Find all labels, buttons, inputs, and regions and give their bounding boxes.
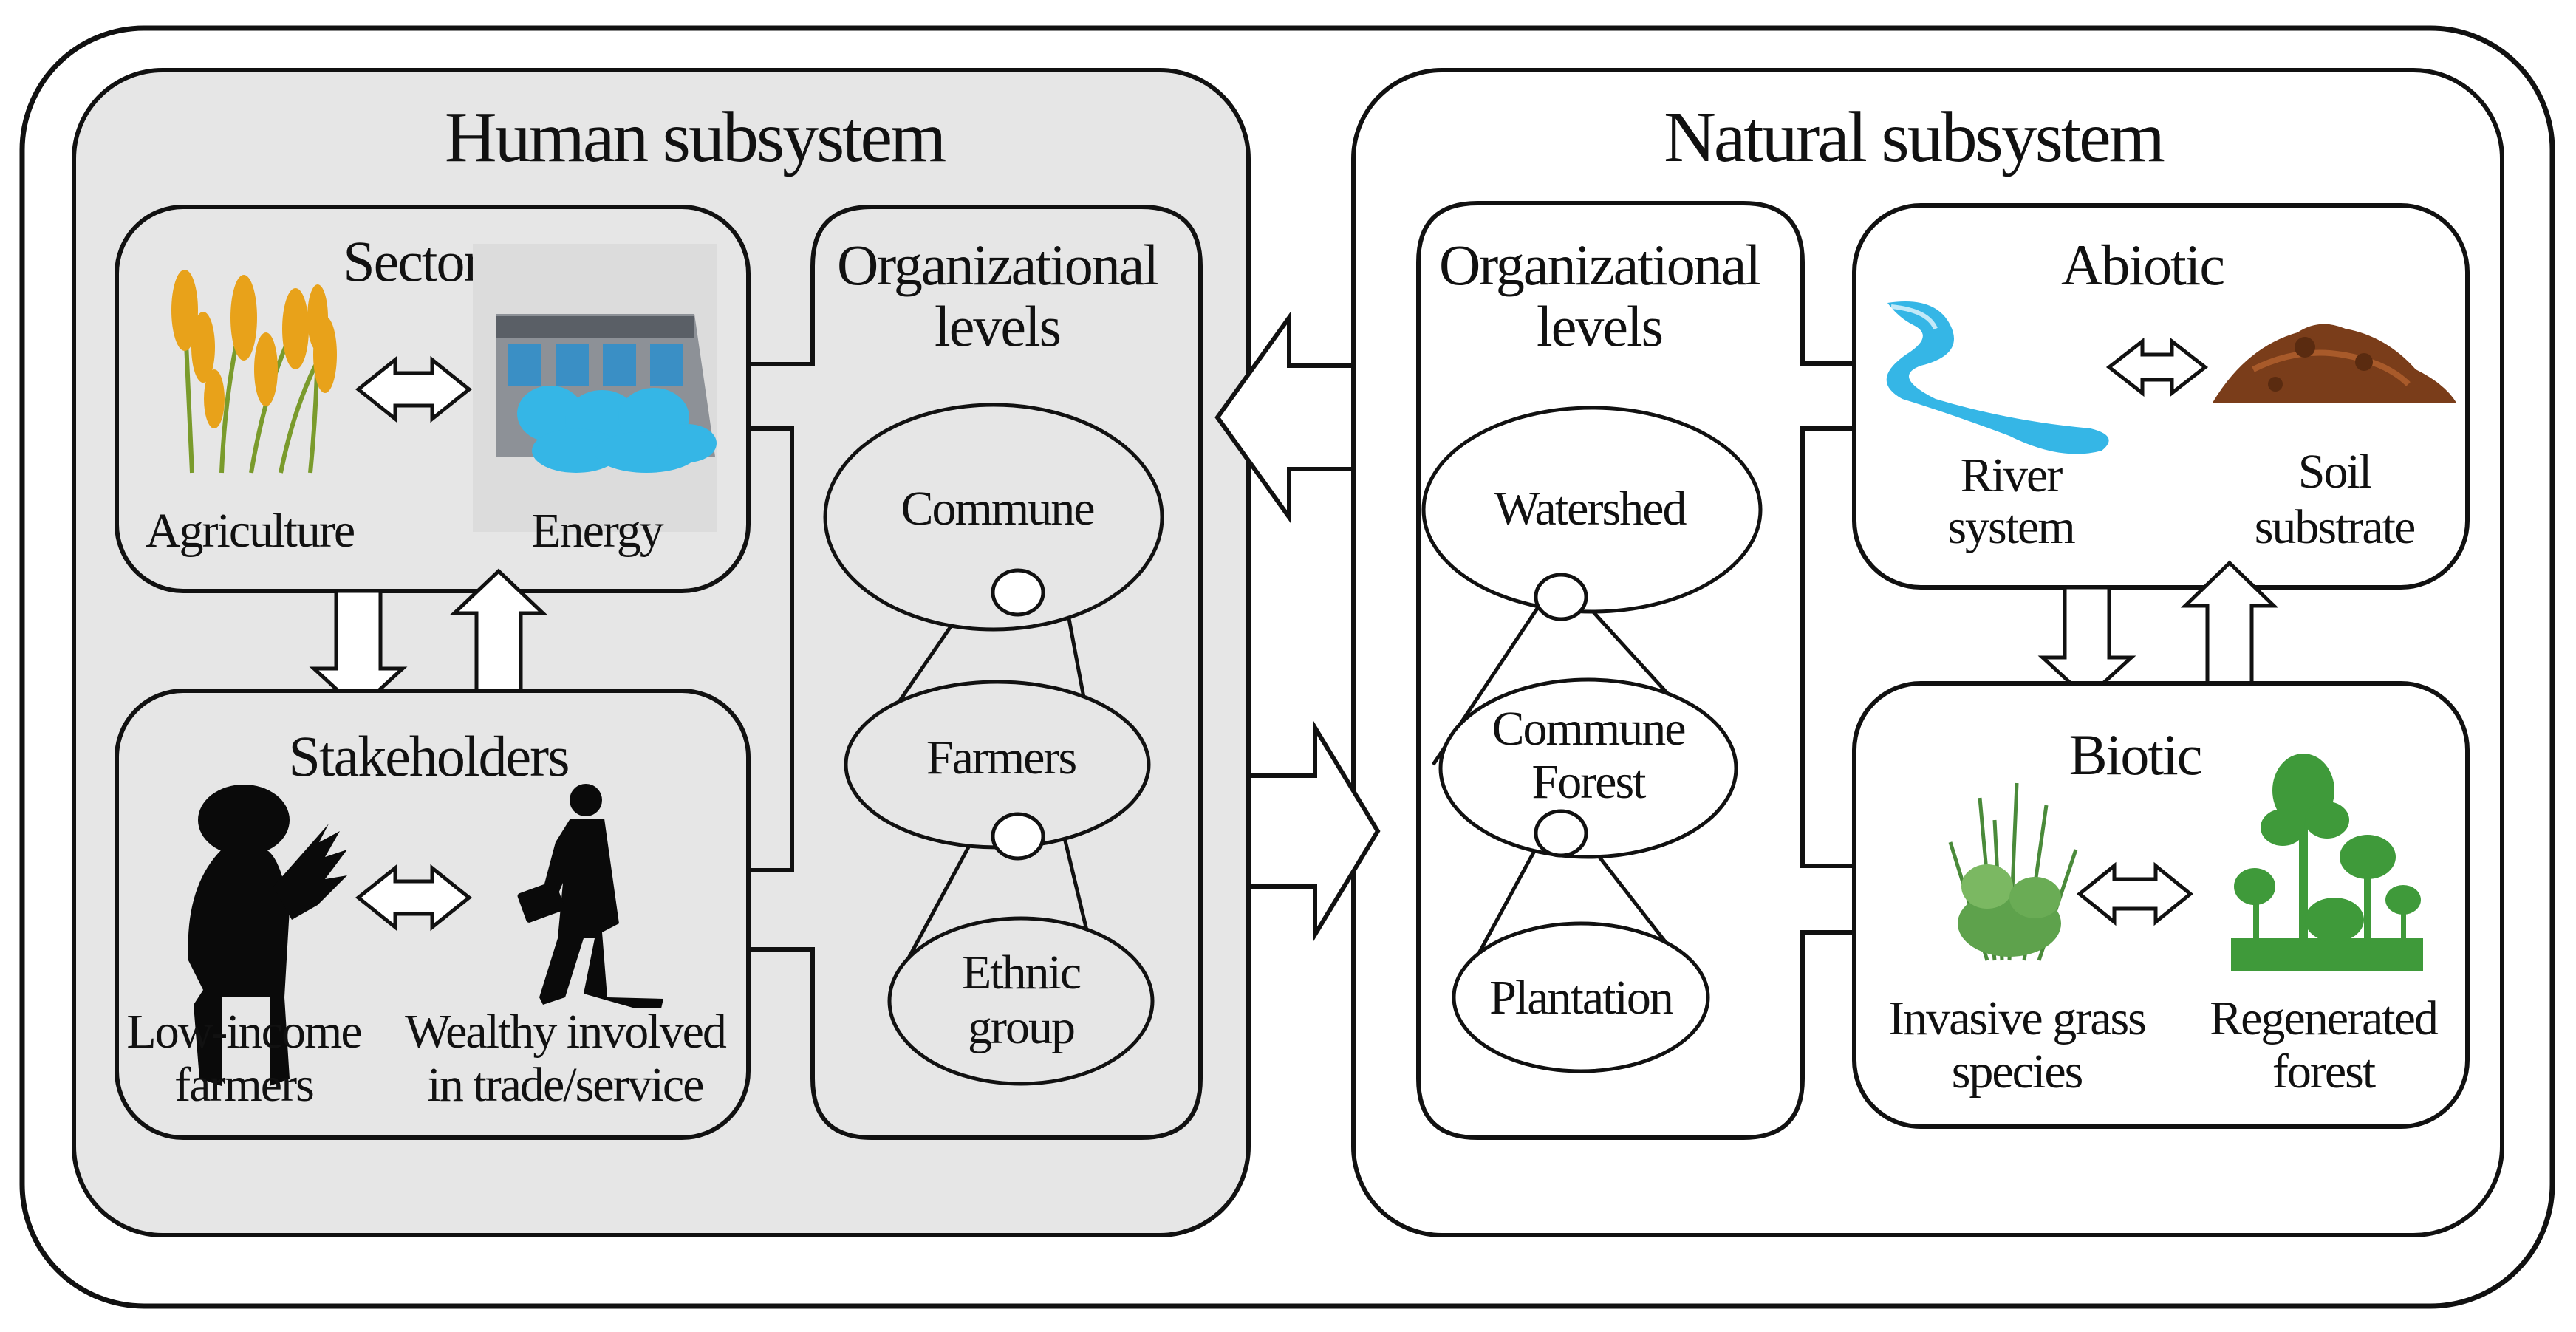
double-arrow-icon [355, 864, 473, 932]
human-org-title-line1: Organizational [837, 233, 1158, 297]
ethnic-group-ellipse [887, 916, 1155, 1086]
low-income-label-line2: farmers [174, 1058, 313, 1112]
watershed-connector [1534, 573, 1588, 621]
natural-subsystem-title: Natural subsystem [1664, 98, 2164, 177]
wealthy-label-line2: in trade/service [428, 1058, 703, 1112]
soil-pile-icon [2213, 324, 2456, 403]
soil-label-line1: Soil [2298, 445, 2372, 499]
watershed-ellipse [1421, 406, 1763, 614]
farmers-connector [991, 812, 1045, 861]
arrow-up-biotic-to-abiotic [2180, 560, 2279, 686]
commune-forest-connector [1534, 809, 1588, 858]
human-subsystem-title: Human subsystem [445, 98, 946, 177]
commune-forest-label-line1: Commune [1492, 702, 1685, 756]
wealthy-label-line1: Wealthy involved [405, 1005, 727, 1059]
businessman-silhouette-icon [517, 784, 663, 1008]
commune-connector [991, 568, 1045, 617]
commune-forest-ellipse [1438, 677, 1738, 859]
forest-icon [2231, 754, 2423, 971]
arrow-down-abiotic-to-biotic [2037, 585, 2136, 701]
agriculture-label: Agriculture [146, 504, 354, 558]
forest-label-line1: Regenerated [2210, 991, 2439, 1045]
arrow-natural-to-human [1214, 310, 1356, 525]
ethnic-label-line1: Ethnic [962, 946, 1081, 1000]
forest-label-line2: forest [2272, 1045, 2376, 1099]
double-arrow-icon [2105, 337, 2209, 397]
farmer-silhouette-icon [188, 785, 347, 1086]
double-arrow-icon [2077, 861, 2193, 926]
natural-hierarchy [1421, 406, 1763, 1073]
abiotic-title: Abiotic [2061, 233, 2224, 297]
arrow-up-stakeholders-to-sectors [449, 568, 548, 693]
abiotic-box [1852, 203, 2470, 590]
energy-label: Energy [531, 504, 663, 558]
commune-label: Commune [901, 482, 1094, 536]
human-subsystem: Human subsystem Sectors [72, 68, 1251, 1237]
natural-subsystem: Natural subsystem Organizational levels … [1351, 68, 2504, 1237]
arrow-human-to-natural [1246, 720, 1381, 943]
plantation-ellipse [1452, 921, 1710, 1073]
commune-ellipse [823, 403, 1164, 632]
double-arrow-icon [355, 355, 473, 423]
natural-org-title-line1: Organizational [1439, 233, 1760, 297]
plantation-label: Plantation [1489, 971, 1673, 1025]
dam-icon [473, 244, 717, 532]
ethnic-label-line2: group [968, 1000, 1074, 1054]
grass-icon [1948, 782, 2078, 961]
watershed-label: Watershed [1494, 482, 1687, 536]
stakeholders-title: Stakeholders [289, 724, 569, 788]
farmers-label: Farmers [926, 731, 1076, 785]
human-hierarchy [823, 403, 1164, 1086]
river-icon [1886, 301, 2109, 454]
soil-label-line2: substrate [2255, 500, 2415, 554]
biotic-title: Biotic [2069, 723, 2201, 787]
natural-org-title-line2: levels [1537, 294, 1662, 358]
low-income-label-line1: Low-income [126, 1005, 361, 1059]
grass-label-line2: species [1952, 1045, 2083, 1099]
rice-icon [171, 270, 337, 474]
river-label-line1: River [1961, 448, 2063, 502]
commune-forest-label-line2: Forest [1532, 755, 1647, 809]
grass-label-line1: Invasive grass [1888, 991, 2145, 1045]
river-label-line2: system [1947, 500, 2075, 554]
human-org-title-line2: levels [935, 294, 1060, 358]
